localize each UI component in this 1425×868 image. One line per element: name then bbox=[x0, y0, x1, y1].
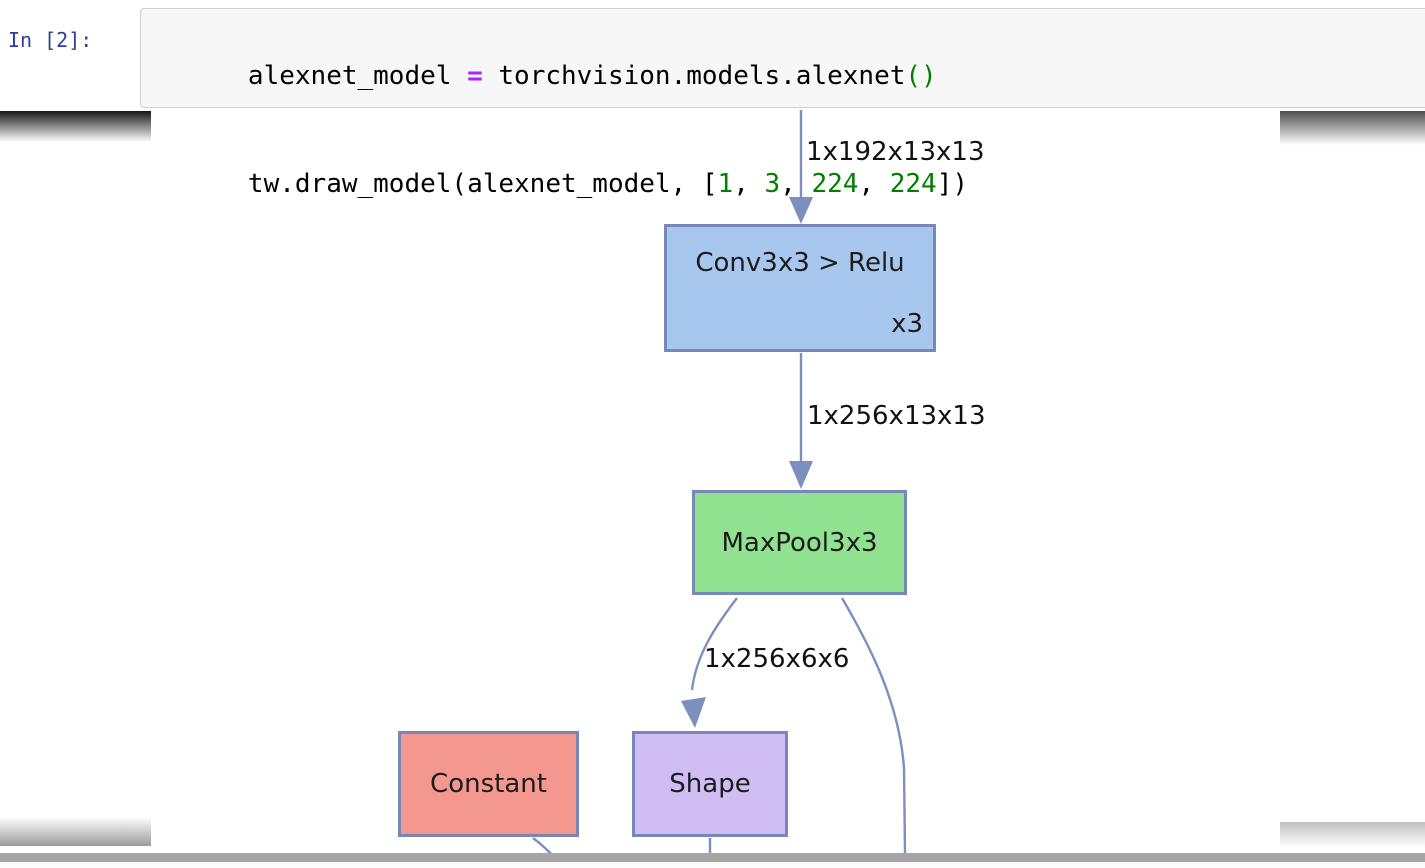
code-token-operator: = bbox=[467, 61, 483, 91]
code-token-paren: () bbox=[905, 61, 937, 91]
scroll-shadow-bottom-left bbox=[0, 817, 151, 846]
node-repeat-count: x3 bbox=[891, 309, 923, 339]
node-maxpool: MaxPool3x3 bbox=[692, 490, 907, 595]
bottom-divider-bar bbox=[0, 853, 1425, 862]
code-token-number: 224 bbox=[811, 169, 859, 199]
node-label: Constant bbox=[430, 769, 547, 799]
tensor-shape-label: 1x256x13x13 bbox=[807, 401, 986, 431]
code-token: tw.draw_model(alexnet_model, [ bbox=[247, 169, 718, 199]
tensor-shape-label: 1x256x6x6 bbox=[704, 644, 850, 674]
bottom-strip bbox=[0, 862, 1425, 868]
node-conv-relu: Conv3x3 > Relu x3 bbox=[664, 224, 936, 352]
node-label: MaxPool3x3 bbox=[721, 527, 878, 558]
code-line-2: tw.draw_model(alexnet_model, [1, 3, 224,… bbox=[154, 130, 1425, 238]
code-line-1: alexnet_model = torchvision.models.alexn… bbox=[154, 22, 1425, 130]
code-editor[interactable]: alexnet_model = torchvision.models.alexn… bbox=[140, 8, 1425, 199]
code-token: alexnet_model bbox=[247, 61, 468, 91]
code-token: ]) bbox=[936, 169, 969, 199]
edge-maxpool-right-branch bbox=[840, 597, 907, 854]
arrowhead-into-shape bbox=[681, 697, 706, 728]
node-label: Conv3x3 > Relu bbox=[695, 248, 905, 278]
code-token: torchvision.models.alexnet bbox=[482, 61, 906, 91]
code-token-number: 3 bbox=[764, 169, 781, 199]
arrowhead-into-maxpool bbox=[789, 461, 813, 489]
code-token-number: 224 bbox=[889, 169, 937, 199]
code-token: , bbox=[858, 169, 890, 199]
scroll-shadow-bottom-right bbox=[1280, 822, 1425, 847]
code-token-number: 1 bbox=[717, 169, 734, 199]
node-label: Shape bbox=[669, 769, 751, 799]
code-token: , bbox=[780, 169, 812, 199]
node-constant: Constant bbox=[398, 731, 579, 837]
node-shape: Shape bbox=[632, 731, 788, 837]
scroll-shadow-top-left bbox=[0, 111, 151, 142]
cell-input-prompt: In [2]: bbox=[8, 28, 93, 52]
tensor-shape-label: 1x192x13x13 bbox=[806, 137, 985, 167]
scroll-shadow-top-right bbox=[1280, 111, 1425, 145]
code-token: , bbox=[733, 169, 765, 199]
